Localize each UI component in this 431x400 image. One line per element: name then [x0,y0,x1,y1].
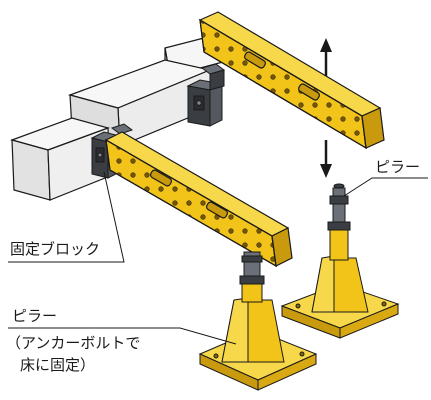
label-pillar-note-2: 床に固定） [20,356,95,374]
lower-beam [104,131,293,268]
label-pillar-right: ピラー [375,158,420,176]
fixing-block-rear [186,63,226,127]
workpiece [10,29,239,201]
upper-beam [198,11,385,150]
fixing-block-front [90,123,134,179]
pillar-right [280,183,400,339]
leader-pillar-left [8,327,237,345]
label-pillar-note-1: （アンカーボルトで [6,334,140,352]
label-pillar-left: ピラー [12,307,57,325]
label-fixing-block: 固定ブロック [10,240,100,258]
leader-fixing-block [8,171,125,263]
leader-lines [8,171,428,345]
double-arrow-vertical-icon [320,38,332,178]
leader-pillar-right [343,177,428,197]
